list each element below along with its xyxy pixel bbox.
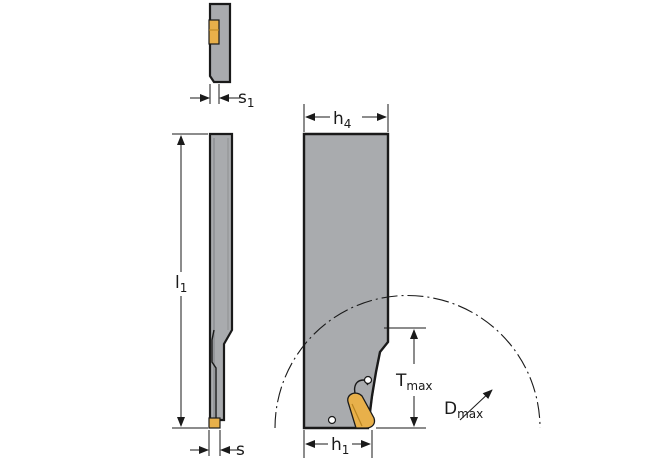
label-tmax-main: T (395, 371, 407, 391)
label-tmax-sub: max (406, 379, 432, 393)
label-tmax: Tmax (395, 371, 433, 393)
side-view-insert (208, 417, 221, 429)
label-h4-sub: 4 (344, 117, 352, 131)
label-l1-sub: 1 (180, 281, 188, 295)
label-s1-main: s (238, 88, 247, 108)
dimension-h4: h4 (303, 104, 389, 132)
pocket-hole (363, 375, 373, 385)
label-dmax: Dmax (444, 399, 483, 421)
label-dmax-main: D (444, 399, 457, 419)
label-s1-sub: 1 (247, 96, 255, 110)
dmax-arc (274, 294, 541, 429)
label-l1-main: l (175, 273, 180, 293)
side-view-blade (208, 132, 234, 429)
label-h1-main: h (331, 435, 342, 455)
front-view-insert (347, 392, 376, 429)
top-view-insert (208, 19, 220, 45)
label-h1-sub: 1 (342, 443, 350, 457)
dimension-h1: h1 (303, 430, 373, 458)
label-l1: l1 (175, 273, 187, 295)
label-s1: s1 (238, 88, 255, 110)
dimension-s: s (190, 430, 245, 460)
dimension-tmax: Tmax (376, 327, 433, 429)
label-dmax-sub: max (457, 407, 483, 421)
label-h1: h1 (331, 435, 349, 457)
front-view-blade (302, 132, 390, 430)
top-view-blade (208, 2, 232, 84)
screw-hole (327, 415, 337, 425)
label-s: s (236, 440, 245, 460)
label-h4: h4 (333, 109, 351, 131)
dimension-s1: s1 (190, 84, 255, 110)
label-h4-main: h (333, 109, 344, 129)
dimension-l1: l1 (172, 133, 208, 429)
dmax-arrow (459, 389, 493, 421)
front-view-body (302, 132, 390, 430)
